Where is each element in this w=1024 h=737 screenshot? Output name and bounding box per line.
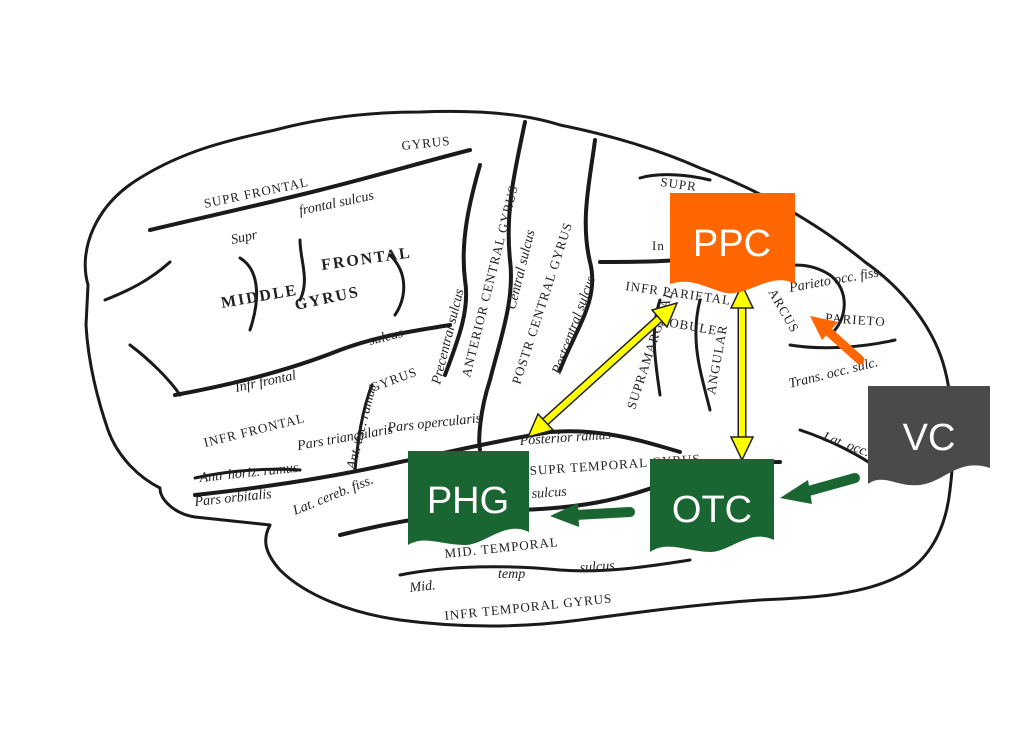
arrow-vc-to-ppc: [810, 316, 865, 365]
label-parieto-occ-fiss: Parieto occ. fiss.: [787, 265, 883, 296]
label-postcentral-sulcus: Postcentral sulcus: [549, 274, 599, 377]
bidirectional-arrows: [526, 283, 755, 462]
region-phg-shape: [408, 451, 529, 545]
label-mid-temp-sulcus-2: temp: [498, 567, 525, 582]
label-mid-temp-sulcus-1: Mid.: [408, 578, 436, 596]
arrow-otc-to-phg: [550, 503, 635, 527]
arrow-otc-ppc-head-top: [729, 283, 755, 309]
arrow-vc-to-otc-head: [780, 480, 812, 504]
arrow-phg-ppc-shaft-fill: [542, 315, 663, 425]
region-otc-label: OTC: [672, 489, 752, 531]
region-otc: OTC: [650, 459, 774, 552]
arrow-vc-to-otc-shaft: [800, 473, 860, 497]
label-supr-frontal-sulcus-1: Supr: [230, 228, 260, 248]
arrow-otc-to-phg-head: [550, 503, 579, 527]
arrow-phg-ppc-head-end: [650, 301, 679, 329]
label-supr-temporal-sulcus: sulcus: [531, 485, 568, 502]
label-trans-occ-sulc: Trans. occ. sulc.: [787, 355, 879, 392]
region-otc-shape: [650, 459, 774, 552]
region-ppc-shape: [670, 193, 795, 294]
arrow-vc-to-ppc-shaft: [825, 328, 865, 365]
arrow-otc-to-phg-shaft: [570, 507, 635, 520]
label-pars-opercularis: Pars opercularis: [386, 411, 483, 436]
label-pars-orbitalis: Pars orbitalis: [193, 487, 273, 510]
label-supr-frontal-gyrus-2: GYRUS: [401, 133, 451, 153]
label-inf-frontal-sulcus-2: sulcus: [367, 326, 405, 349]
label-intraparietal: In: [652, 238, 665, 253]
region-vc-label: VC: [903, 417, 956, 459]
label-lat-occ-sulcus: Lat. occ.: [820, 429, 872, 460]
arrow-phg-ppc: [526, 301, 679, 439]
arrow-vc-to-ppc-head: [810, 316, 838, 340]
region-ppc: PPC: [670, 193, 795, 294]
label-parieto-occ: PARIETO: [825, 310, 886, 329]
label-supr-parietal: SUPR: [660, 174, 698, 194]
region-vc: VC: [868, 386, 990, 486]
label-inf-frontal-gyrus-1: INFR FRONTAL: [202, 410, 306, 450]
label-mid-temp-sulcus-3: sulcus: [579, 559, 616, 576]
arrow-otc-ppc: [729, 283, 755, 462]
arrow-phg-ppc-head-start: [526, 412, 555, 439]
label-middle-frontal-1: MIDDLE: [220, 282, 300, 312]
label-pars-triangularis: Pars triangularis: [295, 422, 395, 454]
region-vc-shape: [868, 386, 990, 486]
arrow-vc-to-otc: [780, 473, 860, 504]
label-inf-frontal-sulcus-1: Infr frontal: [233, 368, 298, 396]
region-phg-label: PHG: [427, 480, 509, 522]
arrow-otc-ppc-head-bottom: [729, 436, 755, 462]
region-ppc-label: PPC: [693, 223, 771, 265]
region-phg: PHG: [408, 451, 529, 545]
